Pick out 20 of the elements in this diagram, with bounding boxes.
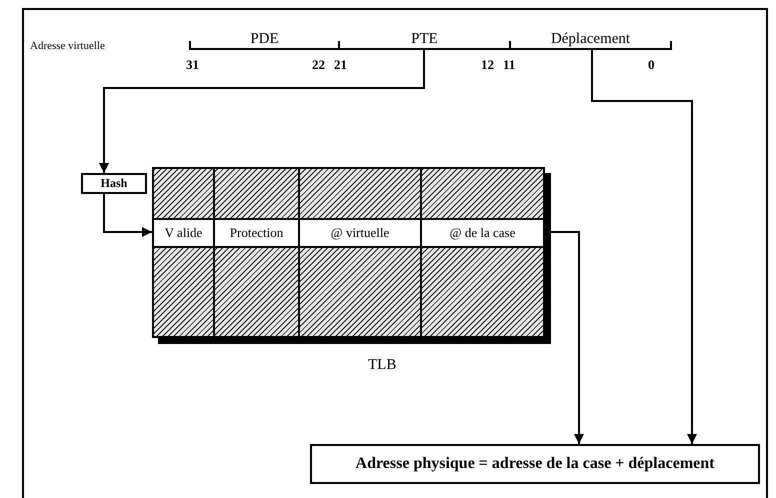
table-cell: Protection — [214, 219, 299, 247]
table-cell: @ virtuelle — [299, 219, 421, 247]
bit-number: 31 — [186, 58, 199, 71]
bit-number: 0 — [648, 58, 654, 71]
arrow — [99, 49, 425, 173]
bit-number: 21 — [334, 58, 347, 71]
bit-number: 12 — [481, 58, 494, 71]
table-cell: V alide — [153, 219, 214, 247]
table-cell: @ de la case — [421, 219, 544, 247]
bit-field-label: PTE — [339, 30, 510, 49]
arrow — [591, 49, 697, 444]
bit-number: 22 — [312, 58, 325, 71]
bit-field-label: Déplacement — [510, 30, 671, 49]
bit-field-label: PDE — [190, 30, 339, 49]
row-label: Adresse virtuelle — [30, 41, 105, 52]
hash-box: Hash — [81, 173, 147, 194]
table-caption: TLB — [368, 358, 396, 373]
arrow — [103, 194, 152, 237]
bit-number: 11 — [503, 58, 516, 71]
formula-box: Adresse physique = adresse de la case + déplacement — [310, 444, 760, 484]
